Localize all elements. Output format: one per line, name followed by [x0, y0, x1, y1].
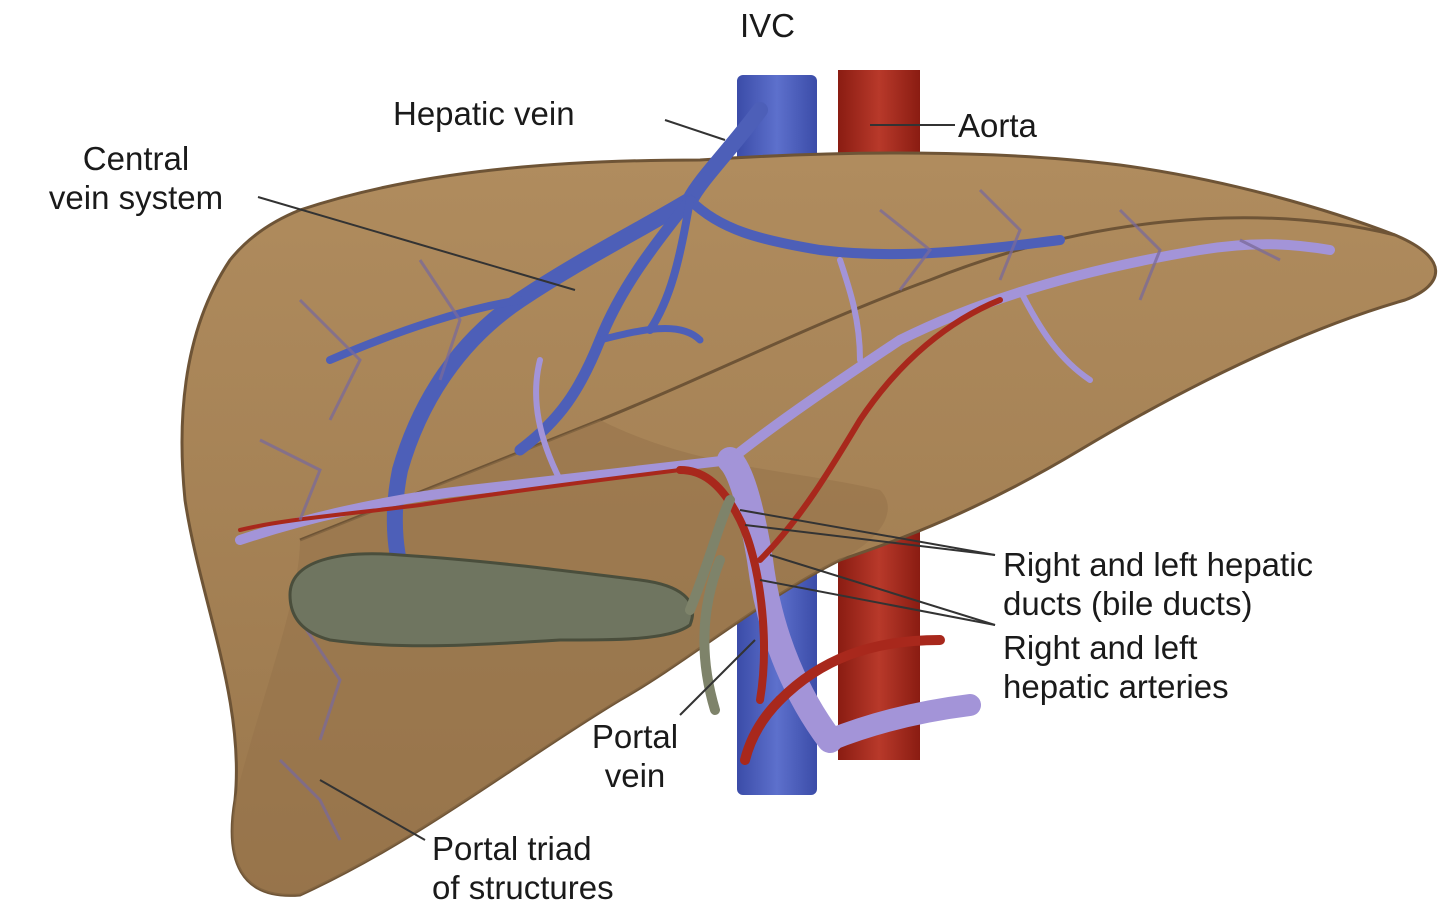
label-hepatic-vein: Hepatic vein	[393, 94, 575, 133]
label-arteries-line1: Right and left	[1003, 628, 1229, 667]
label-central-vein-system: Central vein system	[14, 139, 258, 217]
label-arteries-line2: hepatic arteries	[1003, 667, 1229, 706]
label-triad-line1: Portal triad	[432, 829, 614, 868]
label-aorta-text: Aorta	[958, 106, 1037, 145]
label-ivc-text: IVC	[740, 6, 795, 45]
label-ivc: IVC	[740, 6, 795, 45]
label-central-vein-line2: vein system	[14, 178, 258, 217]
label-portal-vein: Portal vein	[570, 717, 700, 795]
label-triad-line2: of structures	[432, 868, 614, 907]
label-ducts-line2: ducts (bile ducts)	[1003, 584, 1313, 623]
label-hepatic-vein-text: Hepatic vein	[393, 94, 575, 133]
label-portal-vein-line1: Portal	[570, 717, 700, 756]
label-portal-triad: Portal triad of structures	[432, 829, 614, 907]
label-aorta: Aorta	[958, 106, 1037, 145]
label-portal-vein-line2: vein	[570, 756, 700, 795]
label-hepatic-arteries: Right and left hepatic arteries	[1003, 628, 1229, 706]
label-central-vein-line1: Central	[14, 139, 258, 178]
label-hepatic-ducts: Right and left hepatic ducts (bile ducts…	[1003, 545, 1313, 623]
label-ducts-line1: Right and left hepatic	[1003, 545, 1313, 584]
